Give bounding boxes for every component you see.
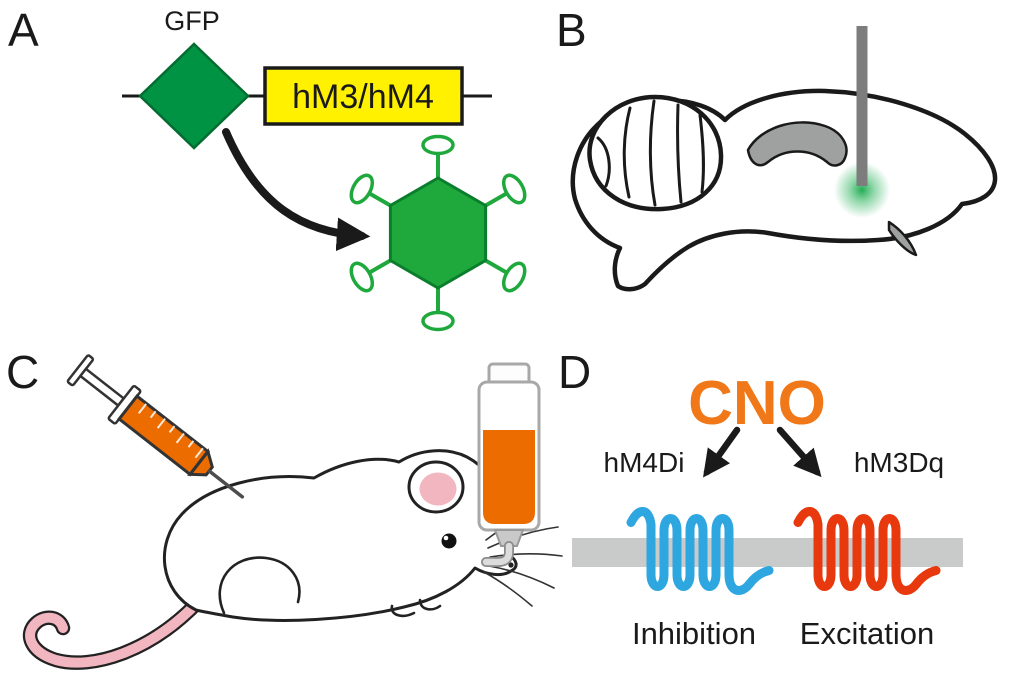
mouse-hind-leg-line bbox=[218, 556, 301, 615]
mouse-illustration bbox=[22, 449, 563, 670]
syringe-graduations bbox=[137, 403, 204, 459]
syringe-needle bbox=[207, 469, 245, 499]
bottle-liquid bbox=[483, 430, 535, 524]
panel-a-letter: A bbox=[8, 4, 39, 56]
mouse-front-paw bbox=[418, 598, 442, 611]
virus-spike bbox=[421, 286, 455, 332]
panel-a: A GFP hM3/hM4 bbox=[8, 4, 527, 332]
bottle-stopper bbox=[493, 529, 525, 547]
virus-spike-tip bbox=[349, 261, 375, 293]
panel-d: D CNO hM4Di hM3Dq Inhibition Excitation bbox=[558, 346, 963, 651]
panel-b: B bbox=[556, 4, 998, 292]
hm4di-receptor-icon bbox=[626, 507, 774, 595]
virus-spike bbox=[421, 134, 455, 180]
panel-b-letter: B bbox=[556, 4, 587, 56]
syringe-barrel bbox=[117, 394, 211, 477]
virus-spike-stem bbox=[366, 258, 393, 275]
injection-site-glow bbox=[834, 162, 890, 218]
syringe-icon bbox=[66, 354, 245, 499]
virus-icon bbox=[349, 134, 527, 332]
mouse-eye bbox=[441, 533, 457, 549]
virus-spike-tip bbox=[421, 134, 455, 156]
virus-spike-tip bbox=[421, 310, 455, 332]
hm4di-label: hM4Di bbox=[604, 447, 685, 478]
panel-d-letter: D bbox=[558, 346, 591, 398]
virus-spike-tip bbox=[501, 173, 527, 205]
virus-spike bbox=[349, 173, 393, 208]
virus-capsid bbox=[388, 176, 488, 290]
panel-c-letter: C bbox=[6, 346, 39, 398]
arrow-to-virus bbox=[222, 128, 371, 252]
hm3dq-receptor-icon bbox=[793, 507, 941, 595]
syringe-nozzle bbox=[187, 448, 214, 477]
hm3dq-label: hM3Dq bbox=[854, 447, 944, 478]
cerebellum bbox=[587, 94, 724, 212]
construct-box bbox=[263, 66, 464, 126]
gfp-label: GFP bbox=[164, 6, 220, 36]
virus-spike bbox=[483, 258, 527, 293]
gray-structure-sliver bbox=[887, 220, 918, 257]
virus-spike-tip bbox=[349, 173, 375, 205]
sipper-tube bbox=[482, 542, 513, 566]
mouse-ear-inner bbox=[419, 472, 457, 506]
panel-c: C bbox=[6, 346, 563, 670]
water-bottle-icon bbox=[477, 362, 541, 567]
mouse-tail bbox=[25, 597, 203, 668]
cerebellum-folds bbox=[596, 99, 705, 207]
membrane-bar bbox=[572, 538, 963, 567]
cno-label: CNO bbox=[688, 369, 826, 438]
virus-spike-tip bbox=[501, 261, 527, 293]
gfp-diamond bbox=[138, 42, 250, 150]
arrow-to-hm4di bbox=[703, 426, 741, 478]
virus-spike-stem bbox=[366, 191, 393, 208]
mouse-whiskers bbox=[483, 504, 563, 607]
hippocampus bbox=[746, 121, 848, 167]
excitation-label: Excitation bbox=[800, 616, 934, 651]
virus-spike-stem bbox=[483, 191, 510, 208]
inhibition-label: Inhibition bbox=[632, 616, 756, 651]
virus-spike bbox=[483, 173, 527, 208]
syringe-plunger-rod bbox=[78, 367, 126, 408]
virus-spike bbox=[349, 258, 393, 293]
electrode-icon bbox=[856, 26, 868, 186]
construct-label: hM3/hM4 bbox=[292, 78, 434, 116]
mouse-nose bbox=[508, 562, 514, 568]
mouse-front-paw bbox=[390, 604, 416, 618]
mouse-eye-glint bbox=[443, 535, 449, 541]
virus-spike-stem bbox=[483, 258, 510, 275]
arrow-to-hm3dq bbox=[776, 426, 822, 478]
